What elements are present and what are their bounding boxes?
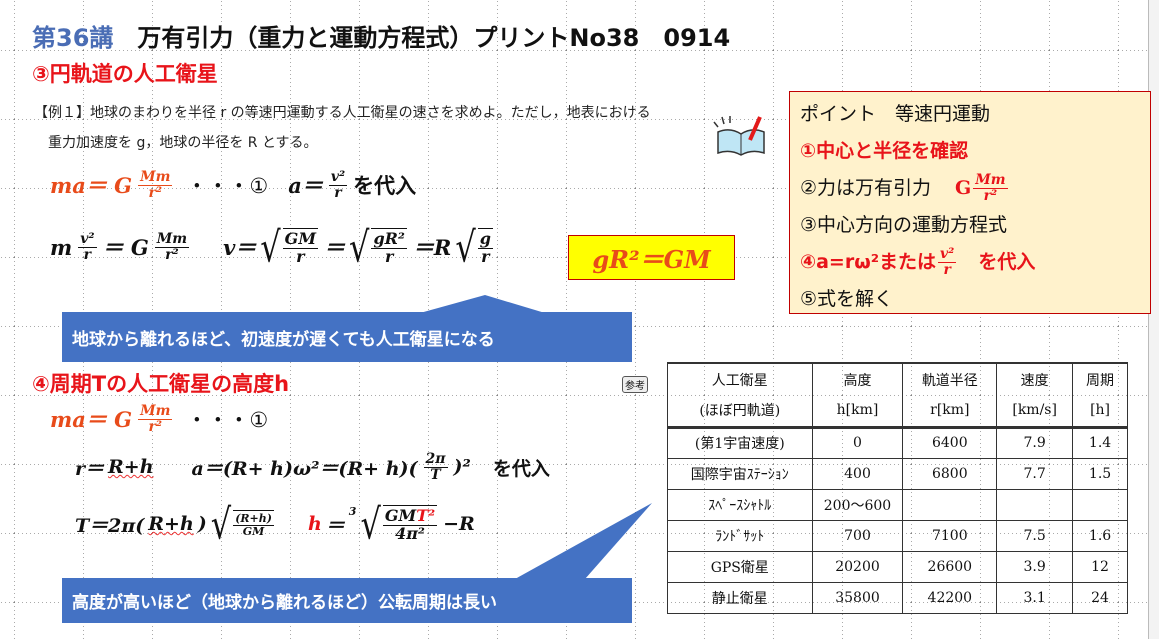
point-item-3: ③中心方向の運動方程式 [800,214,1008,236]
section3-heading: ③円軌道の人工衛星 [32,62,218,86]
callout-escape-speed: 地球から離れるほど、初速度が遅くても人工衛星になる [72,329,495,350]
lecture-number: 第36講 [32,24,114,52]
callout-shape-2 [62,503,652,623]
reference-badge: 参考 [622,376,648,393]
highlight-gr2-gm: gR²＝GM [568,235,735,280]
title-text: 万有引力（重力と運動方程式）プリントNo38 0914 [137,24,731,52]
section4-heading: ④周期Tの人工衛星の高度h [32,372,290,396]
page-title: 第36講万有引力（重力と運動方程式）プリントNo38 0914 [32,18,730,53]
scrollbar-edge[interactable] [1148,0,1159,639]
table-header-row: 人工衛星高度軌道半径速度周期 [667,362,1128,395]
callout-period-longer: 高度が高いほど（地球から離れるほど）公転周期は長い [72,593,497,613]
satellite-table: 人工衛星高度軌道半径速度周期 (ほぼ円軌道)h[km]r[km][km/s][h… [667,362,1128,614]
table-header-units-row: (ほぼ円軌道)h[km]r[km][km/s][h] [667,395,1128,429]
callout-shape-1 [62,295,632,362]
point-title: ポイント 等速円運動 [800,103,991,125]
example-line2: 重力加速度を g，地球の半径を R とする。 [48,135,318,151]
point-item-5: ⑤式を解く [800,288,894,310]
book-pencil-icon [713,116,765,156]
example-line1: 【例１】地球のまわりを半径 r の等速円運動する人工衛星の速さを求めよ。ただし，… [34,105,651,121]
point-item-1: ①中心と半径を確認 [800,140,969,162]
